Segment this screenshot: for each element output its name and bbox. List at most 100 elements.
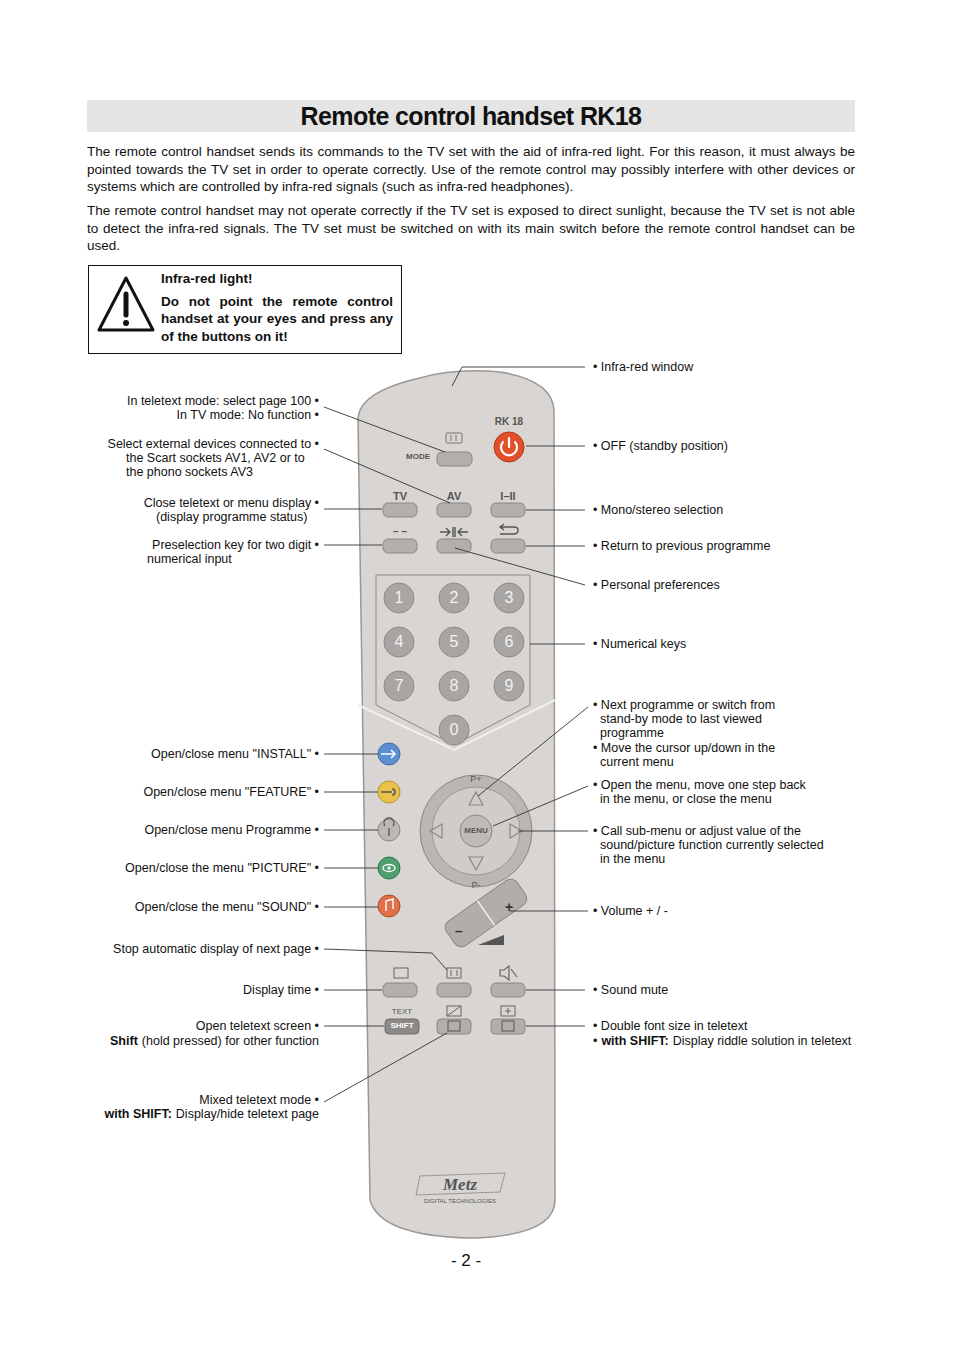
callout-line: In teletext mode: select page 100 • <box>127 394 319 408</box>
callout-text: Select external devices connected to • <box>108 437 319 451</box>
callout-text: • Volume + / - <box>593 904 668 918</box>
callout-text: stand-by mode to last viewed <box>600 712 762 726</box>
callout-text: • Sound mute <box>593 983 668 997</box>
callout-text: Display riddle solution in teletext <box>673 1034 852 1048</box>
key-digit: 1 <box>395 590 404 606</box>
key-digit: 4 <box>395 634 404 650</box>
callout-text: • <box>593 1034 597 1048</box>
callout-text: Open/close menu Programme • <box>144 823 319 837</box>
callout-text: Mixed teletext mode • <box>199 1093 319 1107</box>
callout-text: Close teletext or menu display • <box>144 496 319 510</box>
callout-line: • Open the menu, move one step back <box>593 778 806 792</box>
callout-text: sound/picture function currently selecte… <box>600 838 824 852</box>
intro-paragraph: The remote control handset may not opera… <box>87 202 855 255</box>
callout-line: Open/close the menu "PICTURE" • <box>125 861 319 875</box>
callout-line: Display time • <box>243 983 319 997</box>
key-digit: 3 <box>505 590 514 606</box>
key-digit: 2 <box>450 590 459 606</box>
callout-line: programme <box>600 726 664 740</box>
callout-text: numerical input <box>147 552 232 566</box>
key-label: RK 18 <box>495 417 523 427</box>
callout-text: • Next programme or switch from <box>593 698 775 712</box>
callout-line: with SHIFT: Display/hide teletext page <box>104 1107 319 1121</box>
key-label: – – <box>393 527 407 537</box>
callout-text: • Move the cursor up/down in the <box>593 741 775 755</box>
callout-text: In TV mode: No function • <box>177 408 319 422</box>
callout-line: current menu <box>600 755 674 769</box>
callout-line: • Call sub-menu or adjust value of the <box>593 824 801 838</box>
callout-line: stand-by mode to last viewed <box>600 712 762 726</box>
callout-text: with SHIFT: <box>104 1107 171 1121</box>
callout-line: • Next programme or switch from <box>593 698 775 712</box>
key-digit: 5 <box>450 634 459 650</box>
key-label: AV <box>447 491 461 502</box>
key-digit: 9 <box>505 678 514 694</box>
callout-line: Open/close menu Programme • <box>144 823 319 837</box>
callout-text: Open/close the menu "PICTURE" • <box>125 861 319 875</box>
callout-text: • Return to previous programme <box>593 539 770 553</box>
page-title: Remote control handset RK18 <box>87 100 855 132</box>
callout-line: • Double font size in teletext <box>593 1019 747 1033</box>
callout-line: in the menu <box>600 852 665 866</box>
callout-line: in the menu, or close the menu <box>600 792 772 806</box>
key-digit: 7 <box>395 678 404 694</box>
callout-text: • OFF (standby position) <box>593 439 728 453</box>
callout-line: Open/close the menu "SOUND" • <box>135 900 319 914</box>
callout-line: • Volume + / - <box>593 904 668 918</box>
key-label: P+ <box>470 775 481 784</box>
callout-line: numerical input <box>147 552 232 566</box>
callout-text: • Numerical keys <box>593 637 686 651</box>
callout-line: • OFF (standby position) <box>593 439 728 453</box>
callout-text: with SHIFT: <box>601 1034 668 1048</box>
callout-text: in the menu, or close the menu <box>600 792 772 806</box>
callout-text: Open teletext screen • <box>196 1019 319 1033</box>
callout-line: • Personal preferences <box>593 578 720 592</box>
key-label: I–II <box>500 491 515 502</box>
callout-text: • Personal preferences <box>593 578 720 592</box>
callout-line: Close teletext or menu display • <box>144 496 319 510</box>
key-label: TEXT <box>392 1008 412 1016</box>
callout-text: Open/close menu "INSTALL" • <box>151 747 319 761</box>
callout-text: Display time • <box>243 983 319 997</box>
callout-text: • Infra-red window <box>593 360 693 374</box>
callout-text: the Scart sockets AV1, AV2 or to <box>126 451 305 465</box>
key-label: Metz <box>443 1176 477 1193</box>
warning-box: Infra-red light!Do not point the remote … <box>88 265 402 354</box>
key-digit: 0 <box>450 722 459 738</box>
callout-text: • Double font size in teletext <box>593 1019 747 1033</box>
key-digit: 6 <box>505 634 514 650</box>
key-label: DIGITAL TECHNOLOGIES <box>424 1198 496 1204</box>
callout-text: Stop automatic display of next page • <box>113 942 319 956</box>
callout-line: • Move the cursor up/down in the <box>593 741 775 755</box>
callout-line: Shift (hold pressed) for other function <box>110 1034 319 1048</box>
warning-heading: Infra-red light! <box>161 270 393 288</box>
intro-paragraph: The remote control handset sends its com… <box>87 143 855 196</box>
callout-line: • Sound mute <box>593 983 668 997</box>
callout-line: sound/picture function currently selecte… <box>600 838 824 852</box>
callout-line: the phono sockets AV3 <box>126 465 253 479</box>
callout-line: • Mono/stereo selection <box>593 503 723 517</box>
callout-line: Preselection key for two digit • <box>152 538 319 552</box>
callout-line: In TV mode: No function • <box>177 408 319 422</box>
key-label: – <box>455 924 463 938</box>
callout-text: Display/hide teletext page <box>176 1107 319 1121</box>
callout-line: • with SHIFT: Display riddle solution in t… <box>593 1034 851 1048</box>
callout-text: Shift <box>110 1034 138 1048</box>
callout-text: • Mono/stereo selection <box>593 503 723 517</box>
callout-text: • Call sub-menu or adjust value of the <box>593 824 801 838</box>
key-label: SHIFT <box>390 1022 413 1030</box>
callout-line: Open/close menu "FEATURE" • <box>143 785 319 799</box>
callout-line: the Scart sockets AV1, AV2 or to <box>126 451 305 465</box>
page-number: - 2 - <box>451 1252 481 1269</box>
key-label: TV <box>393 491 407 502</box>
callout-text: (hold pressed) for other function <box>142 1034 319 1048</box>
key-label: P- <box>472 881 481 890</box>
callout-text: Preselection key for two digit • <box>152 538 319 552</box>
callout-text: the phono sockets AV3 <box>126 465 253 479</box>
callout-line: • Numerical keys <box>593 637 686 651</box>
callout-line: Open/close menu "INSTALL" • <box>151 747 319 761</box>
callout-text: Open/close the menu "SOUND" • <box>135 900 319 914</box>
callout-text: In teletext mode: select page 100 • <box>127 394 319 408</box>
key-label: MODE <box>406 453 430 461</box>
